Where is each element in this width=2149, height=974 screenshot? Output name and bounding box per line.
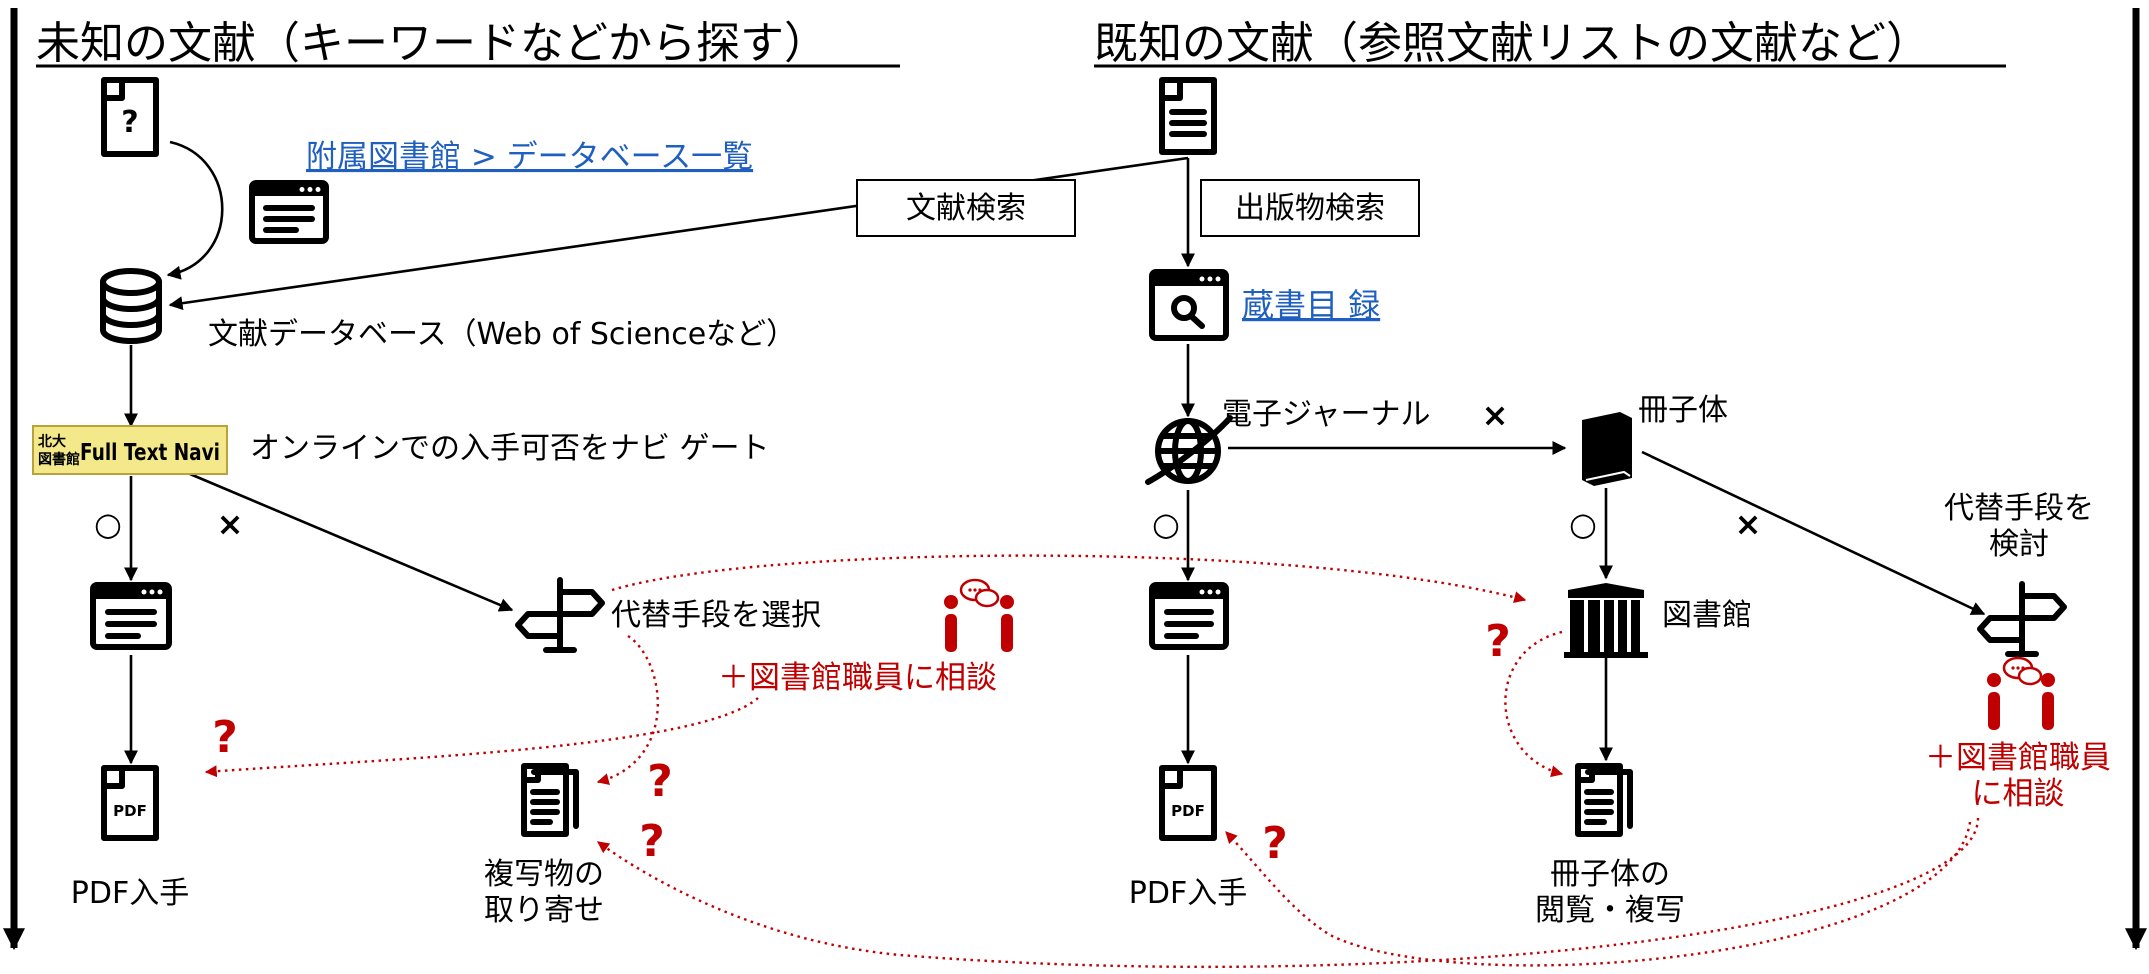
booklet-label: 冊子体 — [1638, 393, 1728, 428]
left-staff-consult-icon — [944, 578, 1014, 652]
arrow-navi-to-alt — [189, 472, 514, 612]
right-ng-mark: × — [1735, 505, 1762, 543]
question-mark-right-pdf: ? — [1262, 818, 1288, 869]
booklet-icon — [1582, 412, 1632, 486]
red-arrow-alt-to-copy — [596, 634, 659, 785]
left-web-page-icon — [90, 582, 172, 650]
left-copy-label-line1: 複写物の — [484, 857, 604, 892]
known-document-icon — [1159, 77, 1217, 155]
booklet-view-label-line2: 閲覧・複写 — [1535, 893, 1685, 928]
globe-icon — [1145, 415, 1233, 485]
database-icon — [100, 268, 162, 344]
right-pdf-icon: PDF — [1159, 765, 1217, 841]
right-alternative-label-line1: 代替手段を — [1944, 491, 2094, 526]
left-pdf-icon: PDF — [101, 765, 159, 841]
arrow-booklet-to-alt — [1641, 450, 1986, 616]
publication-search-box: 出版物検索 — [1200, 179, 1420, 237]
arrow-unknown-doc-to-db — [166, 140, 224, 280]
catalog-search-icon — [1149, 269, 1229, 341]
full-text-navi-logo: 北大 図書館 Full Text Navi — [32, 425, 228, 475]
svg-text:文献検索: 文献検索 — [906, 191, 1026, 226]
literature-search-box: 文献検索 — [856, 179, 1076, 237]
library-label: 図書館 — [1662, 598, 1752, 633]
database-list-link[interactable]: 附属図書館 > データベース一覧 — [306, 139, 753, 175]
right-alternative-label-line2: 検討 — [1989, 527, 2049, 562]
unknown-document-icon: ? — [101, 77, 159, 157]
right-heading: 既知の文献（参照文献リストの文献など） — [1094, 18, 1930, 69]
svg-text:PDF: PDF — [1171, 802, 1205, 820]
right-ok-mark-left: ○ — [1152, 505, 1180, 543]
svg-text:?: ? — [121, 105, 138, 140]
question-mark-library: ? — [1485, 616, 1511, 667]
database-list-web-icon — [249, 180, 329, 244]
ejournal-ng-mark: × — [1482, 396, 1509, 434]
right-copy-documents-icon — [1575, 763, 1633, 837]
right-signpost-icon — [1977, 581, 2067, 657]
left-ng-mark: × — [217, 505, 244, 543]
left-consult-label: ＋図書館職員に相談 — [718, 660, 997, 696]
right-staff-consult-icon — [1987, 656, 2055, 730]
left-alternative-label: 代替手段を選択 — [611, 598, 821, 633]
question-mark-left-pdf: ? — [212, 712, 238, 763]
left-signpost-icon — [515, 577, 605, 653]
ejournal-label: 電子ジャーナル — [1222, 397, 1431, 432]
left-pdf-label: PDF入手 — [71, 876, 189, 911]
red-arrow-library-to-booklet-copy — [1504, 630, 1564, 778]
left-copy-label-line2: 取り寄せ — [484, 893, 604, 928]
question-mark-copy-upper: ? — [647, 756, 673, 807]
svg-text:PDF: PDF — [113, 802, 147, 820]
left-copy-documents-icon — [521, 763, 579, 837]
svg-text:図書館: 図書館 — [38, 451, 80, 468]
navi-label: オンラインでの入手可否をナビ ゲート — [250, 431, 770, 466]
left-heading: 未知の文献（キーワードなどから探す） — [36, 18, 828, 69]
right-web-page-icon — [1149, 582, 1229, 650]
catalog-link[interactable]: 蔵書目 録 — [1242, 286, 1380, 324]
right-consult-label-line1: ＋図書館職員 — [1925, 740, 2111, 776]
question-mark-copy-lower: ? — [639, 816, 665, 867]
red-arrow-right-consult-to-pdf — [1225, 821, 1972, 967]
right-ok-mark-mid: ○ — [1569, 505, 1597, 543]
database-label: 文献データベース（Web of Scienceなど） — [208, 317, 796, 352]
library-building-icon — [1564, 583, 1648, 658]
svg-text:Full Text Navi: Full Text Navi — [80, 440, 220, 466]
red-arrow-alt-to-library — [611, 554, 1527, 604]
right-pdf-label: PDF入手 — [1129, 876, 1247, 911]
red-arrow-consult-to-pdf — [204, 697, 759, 778]
booklet-view-label-line1: 冊子体の — [1550, 857, 1670, 892]
left-ok-mark: ○ — [94, 505, 122, 543]
svg-text:北大: 北大 — [38, 433, 66, 450]
svg-text:出版物検索: 出版物検索 — [1235, 191, 1385, 226]
right-consult-label-line2: に相談 — [1972, 776, 2065, 812]
red-arrow-right-consult-to-copy — [597, 817, 1980, 969]
